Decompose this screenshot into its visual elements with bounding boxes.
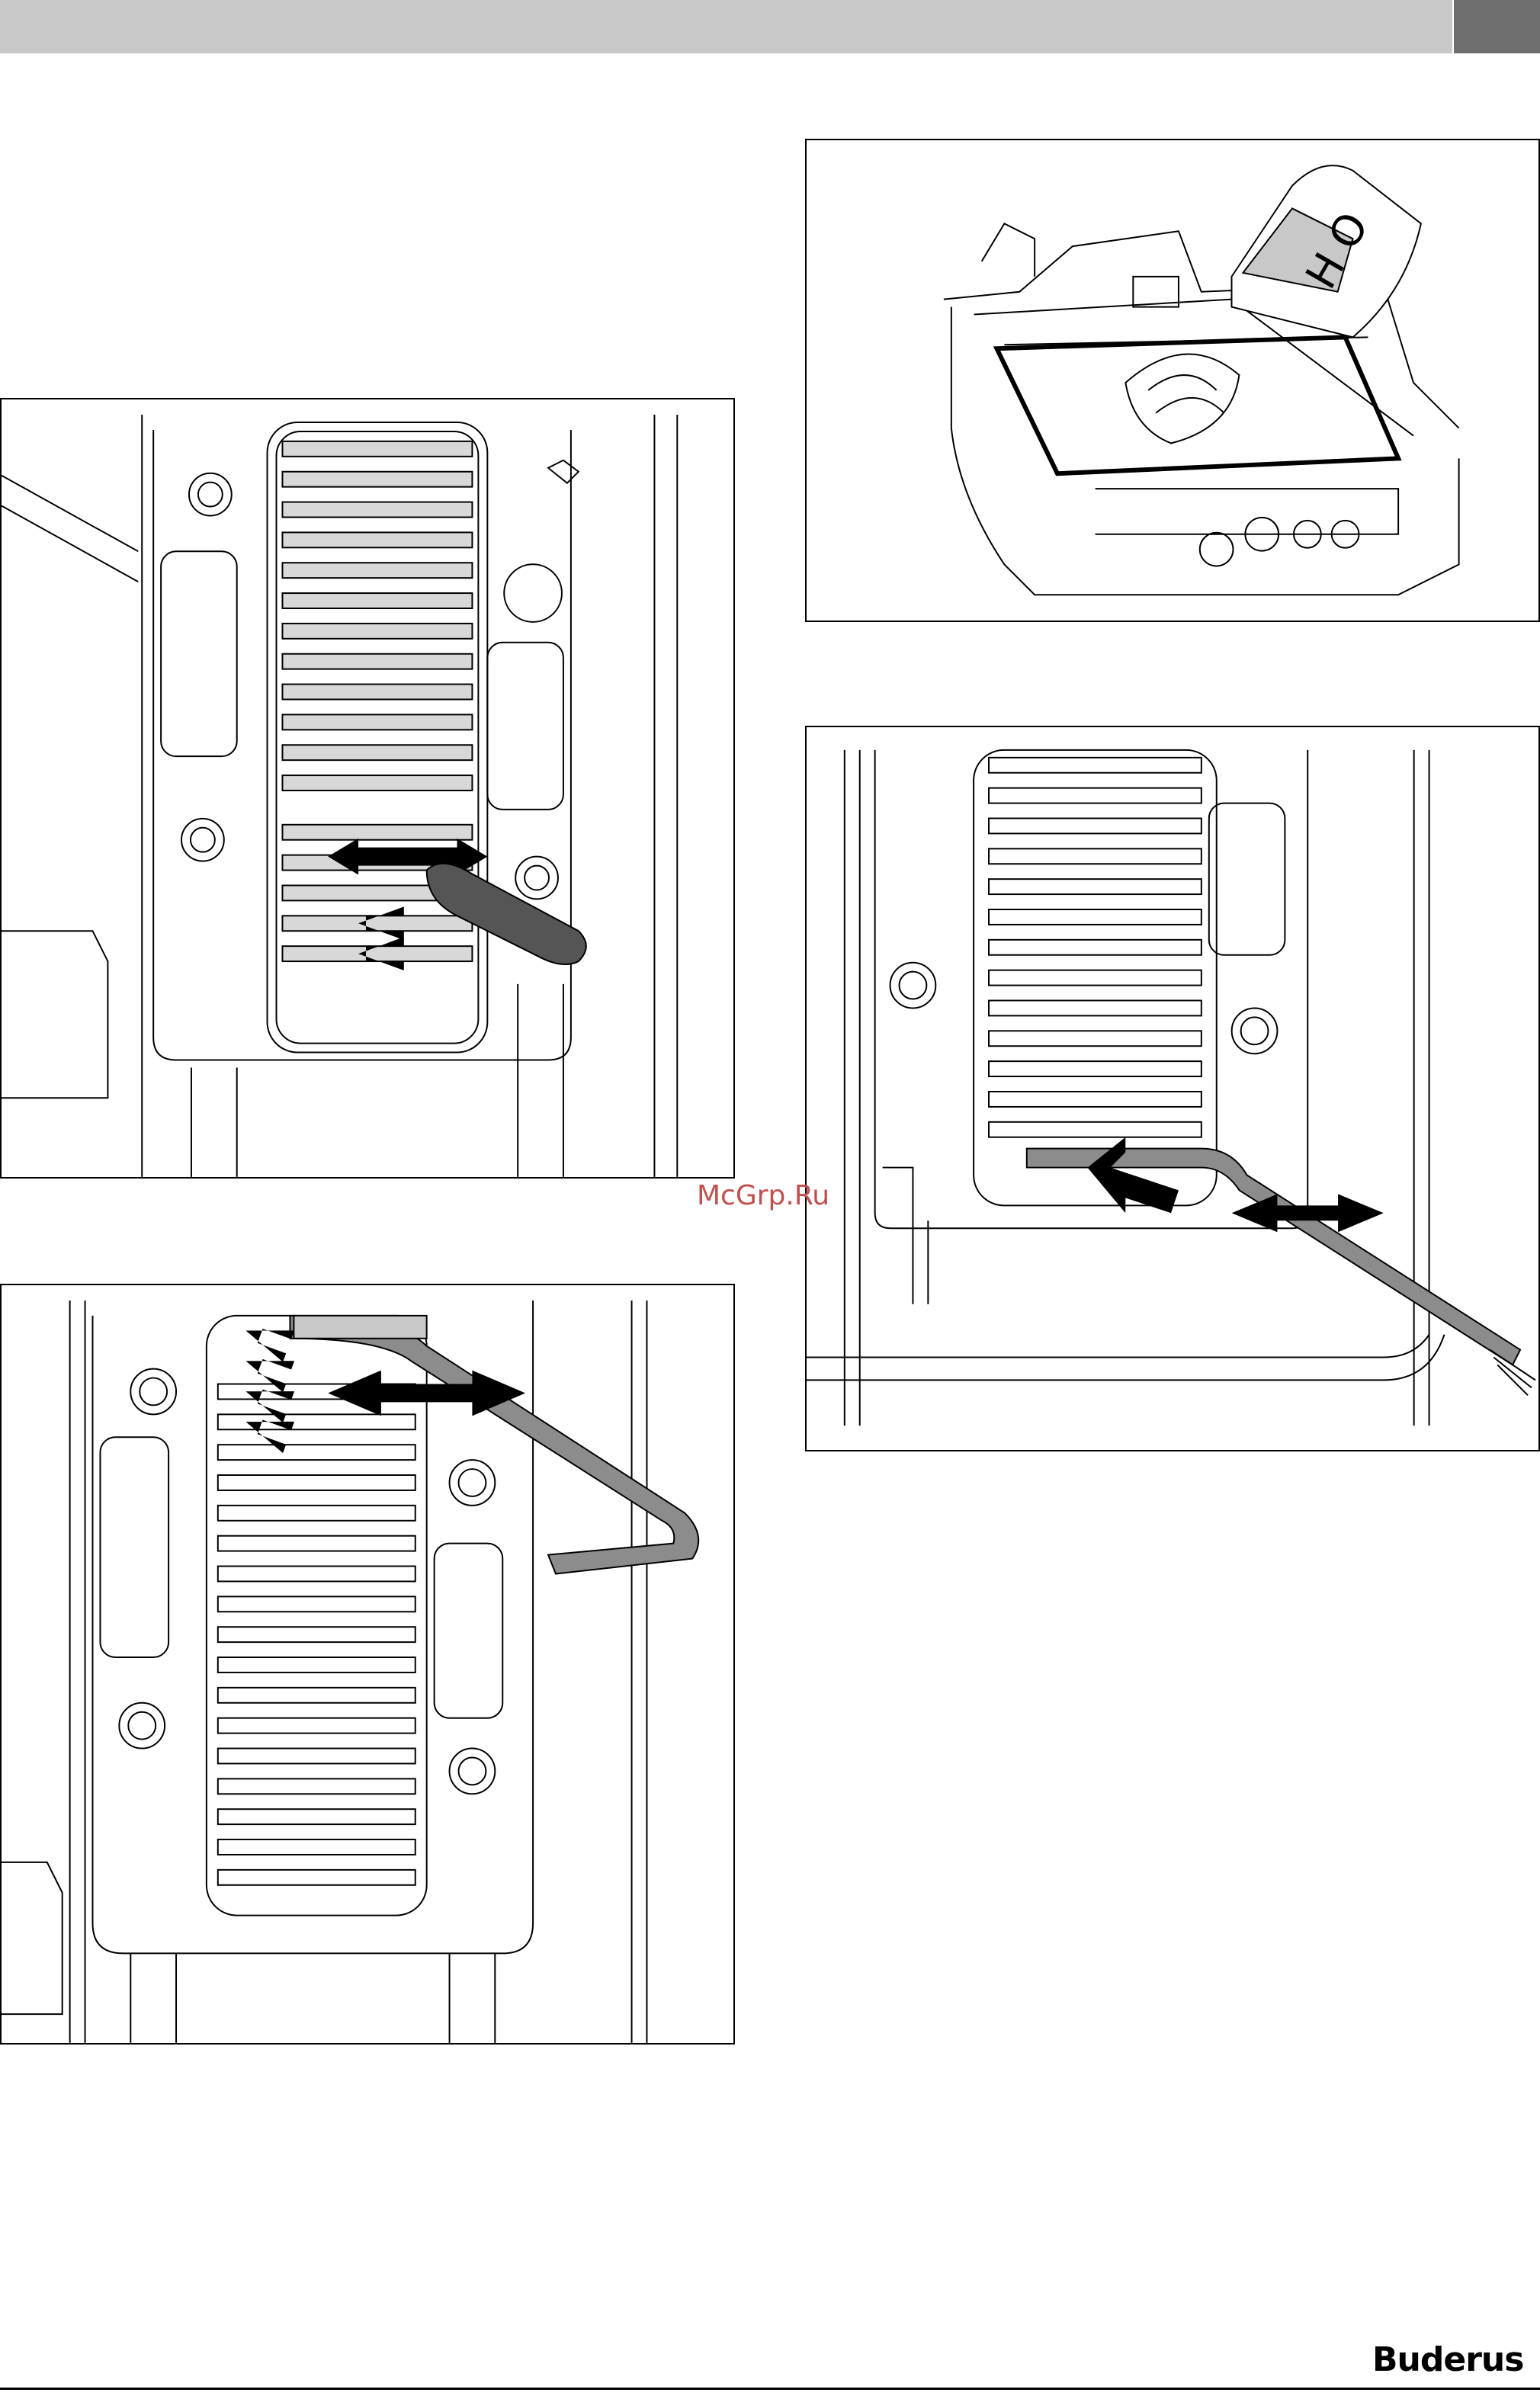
footer-rule xyxy=(0,2388,1540,2390)
figure-bottom-brush-cleaning xyxy=(805,726,1540,1451)
bottom-brush-illustration xyxy=(807,727,1538,1450)
watermark: McGrp.Ru xyxy=(697,1180,829,1211)
header-band xyxy=(0,0,1452,53)
figure-scraper-cleaning xyxy=(0,398,735,1179)
figure-water-pouring: H O xyxy=(805,139,1540,622)
water-pouring-illustration: H O xyxy=(807,140,1538,621)
top-brush-illustration xyxy=(2,1285,733,2043)
figure-top-brush-cleaning xyxy=(0,1284,735,2045)
scraper-cleaning-illustration xyxy=(2,399,733,1177)
header-tab xyxy=(1454,0,1540,53)
brand-logo: Buderus xyxy=(1372,2340,1523,2379)
